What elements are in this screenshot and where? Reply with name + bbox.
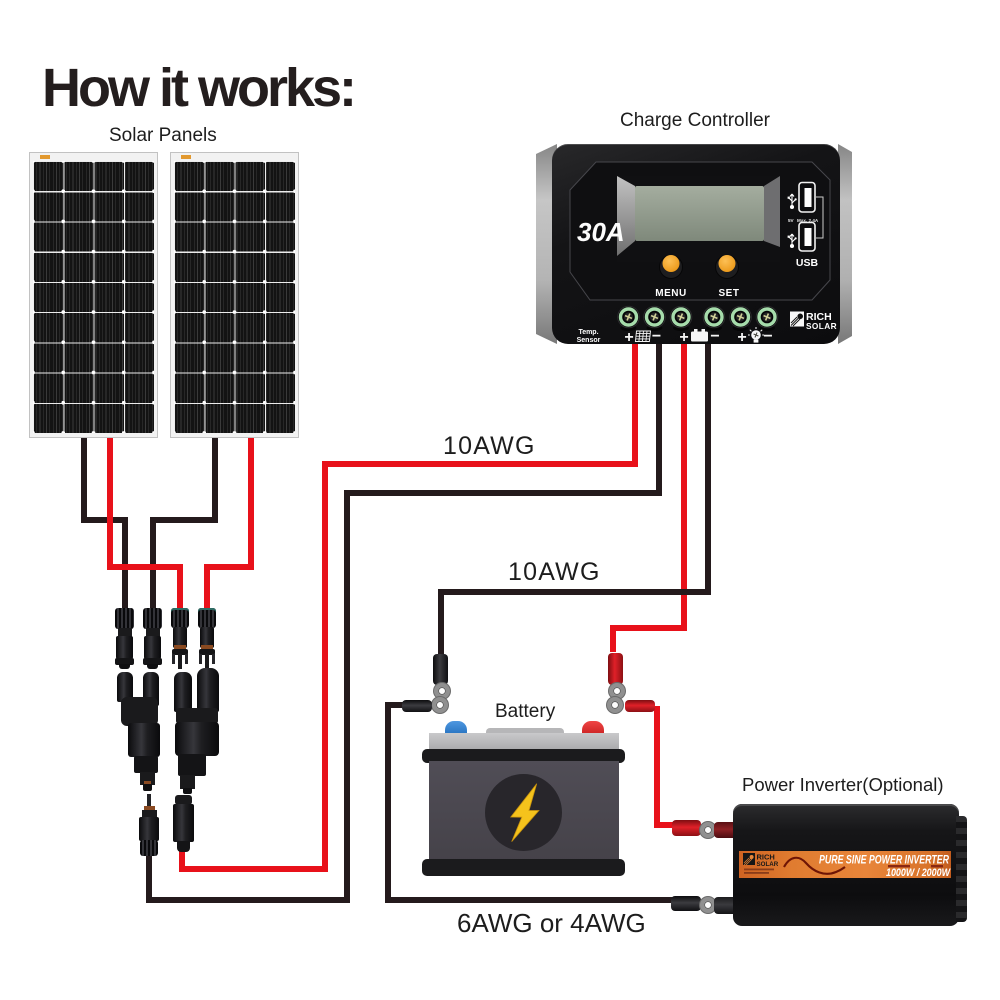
svg-text:+: +: [679, 329, 688, 346]
svg-text:Max. 2.4A: Max. 2.4A: [797, 218, 819, 223]
svg-text:SOLAR: SOLAR: [757, 861, 779, 868]
svg-text:Temp.: Temp.: [578, 329, 598, 336]
svg-text:RICH: RICH: [757, 853, 775, 862]
svg-text:+: +: [737, 329, 746, 346]
svg-text:USB: USB: [796, 257, 819, 269]
svg-text:−: −: [652, 328, 661, 345]
svg-text:+: +: [624, 329, 633, 346]
svg-text:MENU: MENU: [655, 288, 686, 299]
svg-text:−: −: [763, 328, 772, 345]
svg-text:−: −: [710, 328, 719, 345]
svg-text:Sensor: Sensor: [577, 337, 601, 344]
svg-text:SET: SET: [719, 288, 740, 299]
svg-text:30A: 30A: [577, 217, 625, 247]
svg-text:PURE SINE POWER INVERTER: PURE SINE POWER INVERTER: [819, 855, 950, 867]
svg-text:5V: 5V: [788, 218, 795, 223]
svg-text:SOLAR: SOLAR: [806, 321, 837, 331]
svg-text:1000W / 2000W: 1000W / 2000W: [886, 867, 951, 878]
svg-text:RICH: RICH: [806, 311, 832, 323]
